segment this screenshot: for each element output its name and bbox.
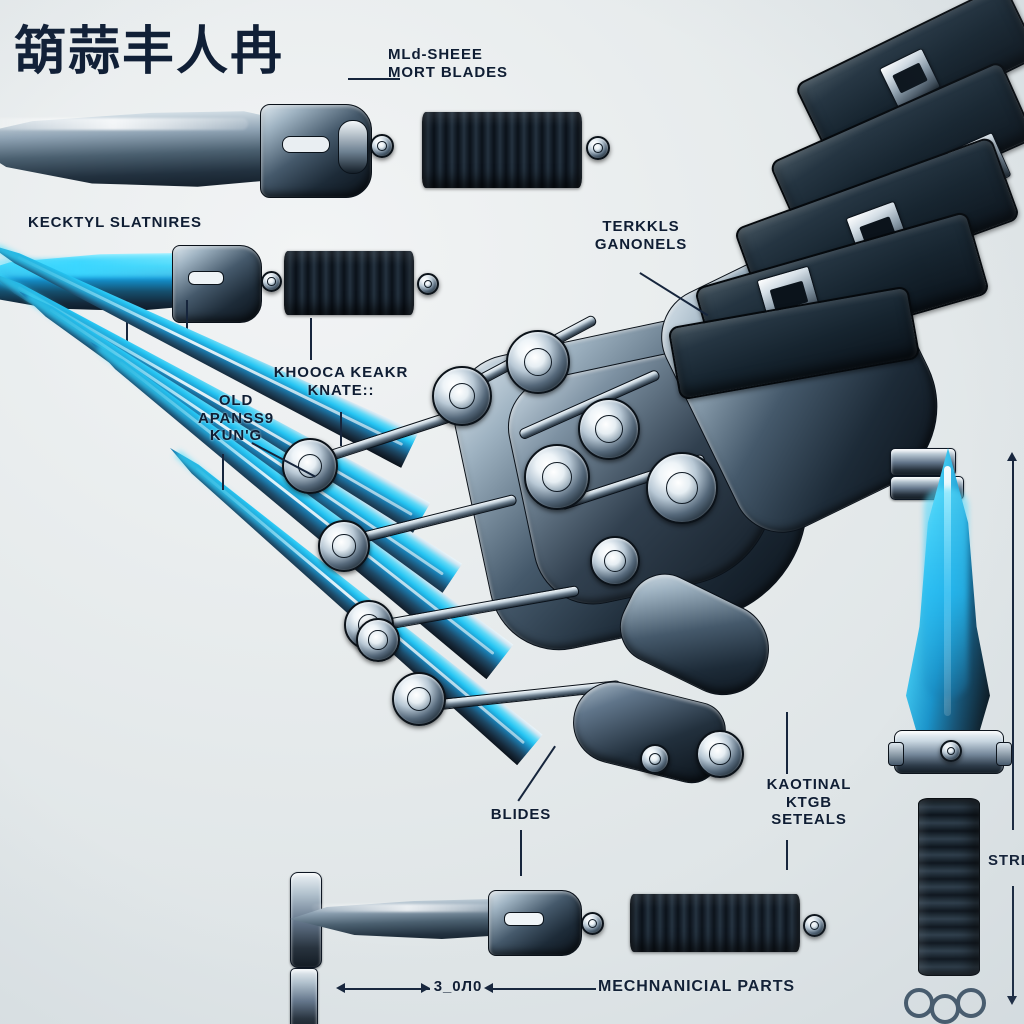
- bottom-knife-sheen: [312, 904, 502, 912]
- joint-disc-6: [506, 330, 570, 394]
- fingertip-leader: [786, 712, 788, 774]
- bottom-knife-guard-slot: [504, 912, 544, 926]
- top-knife-leader: [348, 78, 400, 80]
- dimension-height-arrow-top: [1007, 452, 1017, 461]
- dimension-height-line-bottom: [1012, 886, 1014, 998]
- old-kung-leader-v: [222, 454, 224, 490]
- joint-disc-3: [392, 672, 446, 726]
- joint-disc-7: [524, 444, 590, 510]
- joint-disc-5: [432, 366, 492, 426]
- vertical-dagger-ring-1: [904, 988, 934, 1018]
- blades-label: BLIDES: [490, 806, 552, 823]
- second-knife-label: KECKTYL SLATNIRES: [28, 214, 202, 231]
- fingertip-label: KAOTINAL KTGB SETEALS: [766, 776, 852, 829]
- second-knife-rivet: [261, 271, 282, 292]
- dimension-arrow-left: [336, 983, 345, 993]
- bottom-knife-blade: [290, 899, 520, 939]
- bottom-knife-collar: [290, 968, 318, 1024]
- title-cjk-glyphs: 箶蒜丰人冉: [14, 22, 285, 82]
- dimension-height-label: STRD: [988, 852, 1024, 869]
- top-knife-guard-cutout: [338, 120, 368, 174]
- second-knife-grip: [284, 251, 414, 315]
- dimension-height-arrow-bottom: [1007, 996, 1017, 1005]
- vertical-dagger-grip: [918, 798, 980, 976]
- top-knife: [0, 90, 660, 210]
- second-knife-guard-slot: [188, 271, 224, 285]
- top-knife-pommel-rivet: [586, 136, 610, 160]
- fingertip-leader-2: [786, 840, 788, 870]
- joint-disc-8: [578, 398, 640, 460]
- top-knife-grip: [422, 112, 582, 188]
- vertical-dagger-guard-rivet: [940, 740, 962, 762]
- bottom-knife-grip: [630, 894, 800, 952]
- vertical-dagger-glow: [924, 488, 968, 698]
- dimension-width-line-left: [342, 988, 430, 990]
- dimension-height-line-top: [1012, 460, 1014, 830]
- buckle-hole: [892, 62, 928, 94]
- thumb-tip-disc: [640, 744, 670, 774]
- top-knife-blade-sheen: [0, 118, 248, 130]
- dimension-width-line-right: [490, 988, 596, 990]
- gauntlet-label: TERKKLS GANONELS: [594, 218, 688, 253]
- thumb-joint-disc: [696, 730, 744, 778]
- top-knife-label: MLd-SHEEE MORT BLADES: [388, 46, 508, 81]
- bottom-knife-pommel-rivet: [803, 914, 826, 937]
- second-knife-leader-c: [310, 318, 312, 360]
- bottom-knife: [290, 872, 850, 1024]
- second-knife-leader-b: [186, 300, 188, 340]
- dimension-arrow-mid-right: [484, 983, 493, 993]
- top-knife-guard-slot: [282, 136, 330, 153]
- joint-disc-2: [318, 520, 370, 572]
- joint-disc-11: [356, 618, 400, 662]
- vertical-dagger-guard-lugs-r: [996, 742, 1012, 766]
- joint-disc-9: [646, 452, 718, 524]
- dimension-arrow-mid-left: [421, 983, 430, 993]
- vertical-dagger: [888, 448, 1012, 1024]
- second-knife-leader-a: [126, 300, 128, 352]
- bottom-knife-label: MECHNANICIAL PARTS: [598, 978, 795, 995]
- bottom-knife-rivet: [581, 912, 604, 935]
- joint-disc-1: [282, 438, 338, 494]
- second-knife-pommel-rivet: [417, 273, 439, 295]
- dimension-width-label: 3_0Л0: [433, 978, 483, 995]
- old-kung-label: OLD APANSS9 KUN'G: [197, 392, 275, 445]
- knuckle-label: KHOOCA KEAKR KNATE::: [273, 364, 409, 399]
- top-knife-bolster-rivet: [370, 134, 394, 158]
- vertical-dagger-guard-lugs: [888, 742, 904, 766]
- vertical-dagger-ring-3: [956, 988, 986, 1018]
- joint-disc-10: [590, 536, 640, 586]
- knuckle-leader: [340, 412, 342, 446]
- blades-leader-down: [520, 830, 522, 876]
